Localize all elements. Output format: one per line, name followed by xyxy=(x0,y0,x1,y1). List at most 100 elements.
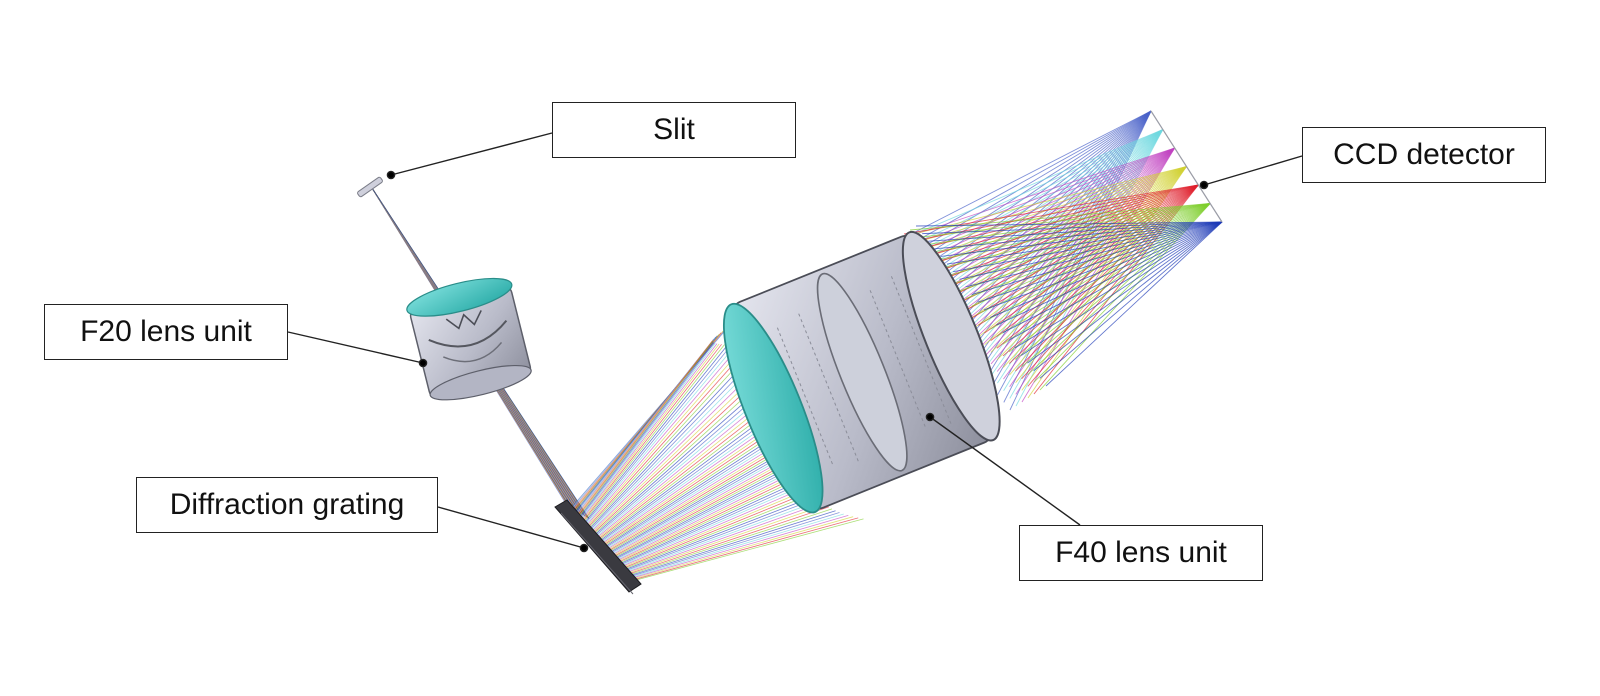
ray xyxy=(578,344,729,531)
ray xyxy=(959,221,1223,280)
ray xyxy=(996,203,1211,338)
ray xyxy=(620,508,833,579)
ray xyxy=(978,166,1187,338)
ray xyxy=(623,516,854,582)
ray xyxy=(573,342,714,526)
ray xyxy=(574,342,715,526)
f40-lens-icon xyxy=(722,230,1001,514)
ccd-detector-icon xyxy=(1150,110,1223,223)
ray xyxy=(1027,203,1211,376)
ray xyxy=(1015,184,1199,372)
ray xyxy=(572,340,713,524)
ray xyxy=(1002,221,1223,334)
f40-lens-unit-label: F40 lens unit xyxy=(1019,525,1263,581)
ray xyxy=(971,221,1223,296)
ray xyxy=(892,110,1152,266)
ray xyxy=(1039,221,1223,379)
ray xyxy=(624,518,864,584)
ray xyxy=(990,203,1211,330)
ray xyxy=(614,488,818,572)
ray xyxy=(978,147,1175,349)
ray xyxy=(959,129,1164,338)
ray xyxy=(622,515,849,582)
ray xyxy=(996,166,1187,361)
ray xyxy=(990,221,1223,318)
ray xyxy=(885,129,1164,247)
ray xyxy=(983,221,1223,311)
ray xyxy=(616,497,821,575)
ray xyxy=(576,343,720,529)
ray xyxy=(910,129,1164,277)
ray xyxy=(620,510,836,579)
ray xyxy=(990,166,1187,353)
ray xyxy=(915,221,1223,227)
ray xyxy=(579,345,736,533)
ray xyxy=(617,499,822,575)
ray xyxy=(990,184,1199,342)
ray xyxy=(898,129,1164,262)
ray xyxy=(621,512,840,580)
ray xyxy=(582,347,760,536)
ray xyxy=(581,346,750,535)
ray xyxy=(1021,166,1187,391)
ray xyxy=(572,341,714,525)
ray xyxy=(960,110,1152,350)
ray xyxy=(1027,166,1187,399)
ray xyxy=(897,166,1187,239)
ray xyxy=(1003,147,1176,380)
ray xyxy=(984,129,1164,369)
ray xyxy=(624,517,859,583)
ray xyxy=(965,221,1223,288)
ray xyxy=(575,343,718,528)
ray xyxy=(1027,221,1223,364)
ray xyxy=(904,110,1152,281)
ray xyxy=(582,346,755,536)
ray xyxy=(578,344,732,532)
ray xyxy=(928,221,1223,242)
ray xyxy=(953,221,1223,273)
ray xyxy=(616,494,819,574)
ray xyxy=(1033,184,1199,395)
ccd-detector-label: CCD detector xyxy=(1302,127,1546,183)
ray xyxy=(1014,221,1223,349)
leader-lines xyxy=(287,132,1303,553)
ray xyxy=(1039,203,1211,391)
ray xyxy=(618,502,824,576)
ray xyxy=(984,203,1211,322)
ray xyxy=(1008,184,1199,364)
ray xyxy=(1015,166,1187,384)
ray xyxy=(879,110,1152,251)
ray xyxy=(618,504,827,577)
ray xyxy=(946,221,1223,265)
ray xyxy=(612,478,819,570)
ray xyxy=(1002,184,1199,357)
ray xyxy=(941,110,1152,327)
dispersed-ray-bundle xyxy=(564,110,1223,584)
diffraction-grating-label: Diffraction grating xyxy=(136,477,438,533)
ray xyxy=(953,147,1175,319)
ray xyxy=(978,184,1199,326)
ray xyxy=(996,221,1223,326)
ray xyxy=(898,110,1152,274)
ray xyxy=(916,129,1164,285)
ray xyxy=(1008,203,1211,353)
ray xyxy=(1014,203,1211,360)
ray xyxy=(1021,203,1211,368)
ray xyxy=(1002,203,1211,345)
ray xyxy=(904,129,1164,270)
ray xyxy=(613,481,818,571)
ray xyxy=(934,221,1223,250)
ray xyxy=(977,221,1223,303)
slit-label: Slit xyxy=(552,102,796,158)
ray xyxy=(580,345,740,533)
ray xyxy=(891,147,1175,243)
ray xyxy=(984,184,1199,334)
ray xyxy=(619,506,829,578)
ray xyxy=(614,485,818,572)
ray xyxy=(935,110,1152,319)
diffraction-grating-icon xyxy=(554,499,642,595)
ray xyxy=(615,491,818,573)
ray xyxy=(574,342,716,527)
ray xyxy=(576,344,722,529)
